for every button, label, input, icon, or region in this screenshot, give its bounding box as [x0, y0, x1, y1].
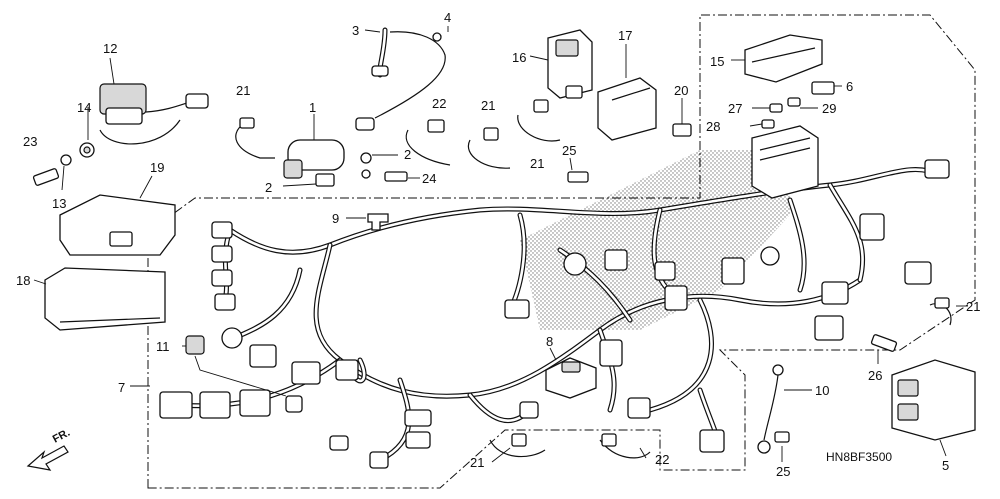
callout-19: 19	[150, 160, 164, 175]
callout-20: 20	[674, 83, 688, 98]
callout-3: 3	[352, 23, 359, 38]
callout-9: 9	[332, 211, 339, 226]
callout-12: 12	[103, 41, 117, 56]
cover-17	[597, 77, 657, 141]
callout-29: 29	[822, 101, 836, 116]
callout-21c: 21	[530, 156, 544, 171]
callout-22b: 22	[655, 452, 669, 467]
band-straps	[235, 99, 952, 459]
bolt-23	[32, 154, 72, 186]
callout-1: 1	[309, 100, 316, 115]
callout-17: 17	[618, 28, 632, 43]
callout-numbers: 1 2 2 3 4 5 6 7 8 9 10 11 12 13 14 15 16…	[16, 10, 980, 479]
callout-25a: 25	[562, 143, 576, 158]
connector-11	[185, 335, 205, 355]
callout-4: 4	[444, 10, 451, 25]
bracket-9	[367, 213, 389, 231]
callout-14: 14	[77, 100, 91, 115]
front-arrow-label: FR.	[51, 427, 72, 446]
fuse-cover-15	[744, 34, 823, 83]
callout-25b: 25	[776, 464, 790, 479]
callout-28: 28	[706, 119, 720, 134]
clip-20	[672, 123, 692, 137]
fuse-27	[769, 103, 783, 113]
fuse-6	[811, 81, 835, 95]
control-unit-18	[44, 267, 166, 331]
callout-2b: 2	[265, 180, 272, 195]
cover-19	[59, 194, 176, 256]
callout-24: 24	[422, 171, 436, 186]
callout-21e: 21	[470, 455, 484, 470]
callout-15: 15	[710, 54, 724, 69]
callout-16: 16	[512, 50, 526, 65]
bolt-24	[384, 171, 408, 182]
callout-8: 8	[546, 334, 553, 349]
fuse-29	[787, 97, 801, 107]
callout-21d: 21	[966, 299, 980, 314]
bolt-26	[870, 334, 898, 352]
callout-5: 5	[942, 458, 949, 473]
callout-18: 18	[16, 273, 30, 288]
spark-plug-cap	[355, 27, 446, 131]
front-arrow-icon: FR.	[26, 427, 72, 471]
bolt-25-top	[567, 171, 589, 183]
fuse-28	[761, 119, 775, 129]
callout-26: 26	[868, 368, 882, 383]
callout-11: 11	[156, 339, 170, 354]
leader-lines	[33, 26, 968, 463]
ground-cable-10	[757, 364, 790, 454]
callout-2a: 2	[404, 147, 411, 162]
assembly-outlines	[147, 14, 976, 489]
callout-13: 13	[52, 196, 66, 211]
relay-12	[79, 83, 209, 158]
callout-10: 10	[815, 383, 829, 398]
callout-7: 7	[118, 380, 125, 395]
callout-21b: 21	[481, 98, 495, 113]
harness-connectors	[159, 159, 950, 469]
callout-23: 23	[23, 134, 37, 149]
callout-22a: 22	[432, 96, 446, 111]
ignition-coil	[283, 139, 372, 187]
connector-16	[547, 29, 593, 99]
callout-21a: 21	[236, 83, 250, 98]
callout-27: 27	[728, 101, 742, 116]
callout-6: 6	[846, 79, 853, 94]
module-5	[891, 359, 976, 441]
fuse-box	[751, 125, 819, 199]
diagram-code: HN8BF3500	[826, 450, 892, 464]
cover-8	[545, 357, 597, 399]
